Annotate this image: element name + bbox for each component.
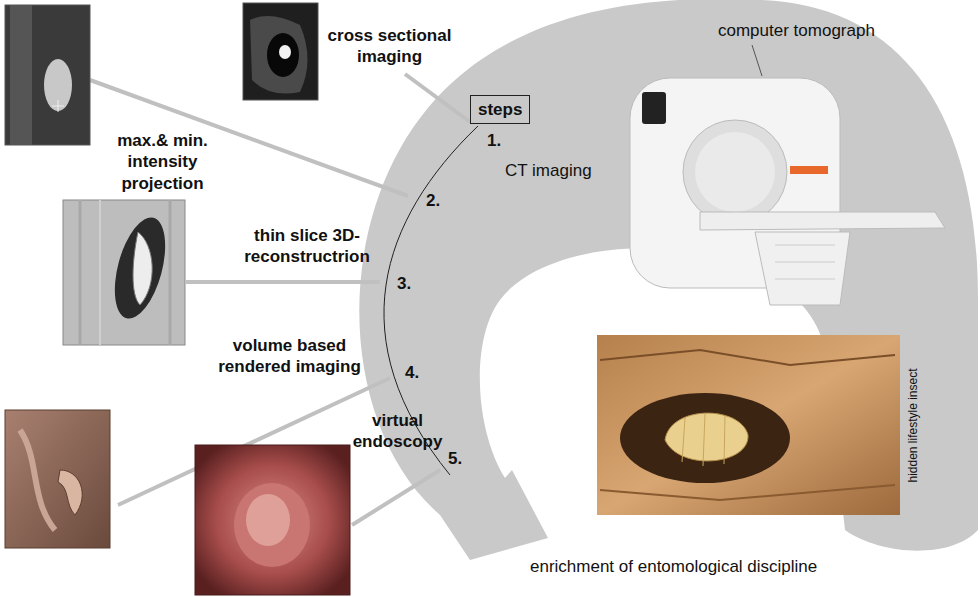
ct-thumbnail	[63, 200, 185, 345]
insect-larva	[665, 413, 748, 461]
ct-panel	[642, 92, 666, 124]
leader-line	[352, 470, 440, 525]
ct-table-rib	[775, 279, 835, 280]
leader-line	[186, 280, 380, 284]
step-label: virtual endoscopy	[345, 410, 450, 453]
ct-table-rib	[775, 262, 835, 263]
ct-thumbnail	[243, 3, 318, 100]
ct-thumbnail	[5, 5, 90, 145]
ct-cavity	[267, 33, 299, 77]
ct-marker	[52, 106, 64, 107]
endoscopy-lumen	[234, 483, 310, 567]
step-box: steps	[470, 95, 530, 124]
outcome-label: enrichment of entomological discipline	[530, 556, 817, 577]
ct-larva	[58, 470, 82, 515]
volume-thumbnail	[5, 410, 110, 548]
device-label: computer tomograph	[718, 20, 875, 41]
endoscopy-larva	[246, 494, 290, 546]
step-label: max.& min. intensity projection	[100, 130, 225, 194]
ct-tissue	[10, 5, 32, 145]
step-number: 1.	[487, 130, 501, 151]
ct-bore	[695, 132, 775, 212]
larva-segment	[682, 418, 685, 462]
larva-segment	[703, 413, 705, 466]
endoscopy-thumbnail	[195, 445, 350, 595]
step-number: 2.	[426, 190, 440, 211]
leader-line	[405, 74, 470, 122]
step-heading: steps	[478, 99, 522, 120]
band-label: CT imaging	[505, 160, 592, 181]
ct-table-rib	[775, 245, 835, 246]
wood-grain	[79, 200, 82, 345]
ct-bore	[683, 120, 787, 224]
step-number: 3.	[397, 273, 411, 294]
insect-gallery	[620, 393, 790, 483]
step-label: thin slice 3D-reconstructrion	[222, 225, 392, 268]
wood-crack	[600, 485, 895, 500]
process-arrow-band	[359, 0, 978, 560]
photo-caption: hidden lifestyle insect	[905, 368, 920, 482]
step-number: 4.	[405, 362, 419, 383]
step-label: cross sectional imaging	[322, 25, 457, 68]
wood-crack	[600, 350, 895, 365]
ct-indicator	[790, 166, 828, 174]
step-number: 5.	[448, 448, 462, 469]
step-label: volume based rendered imaging	[212, 335, 367, 378]
ct-larva	[133, 232, 152, 305]
larva-segment	[724, 416, 725, 464]
wood-grain	[169, 200, 172, 345]
ct-tissue	[250, 16, 308, 94]
gallery-tunnel	[20, 430, 55, 530]
wood-grain	[99, 200, 101, 345]
ct-cavity	[105, 212, 174, 324]
ct-larva	[279, 45, 291, 59]
ct-table	[700, 212, 945, 230]
leader-line	[752, 45, 762, 76]
insect-photo	[597, 335, 900, 515]
ct-larva	[44, 59, 72, 111]
ct-table-base	[755, 232, 850, 305]
